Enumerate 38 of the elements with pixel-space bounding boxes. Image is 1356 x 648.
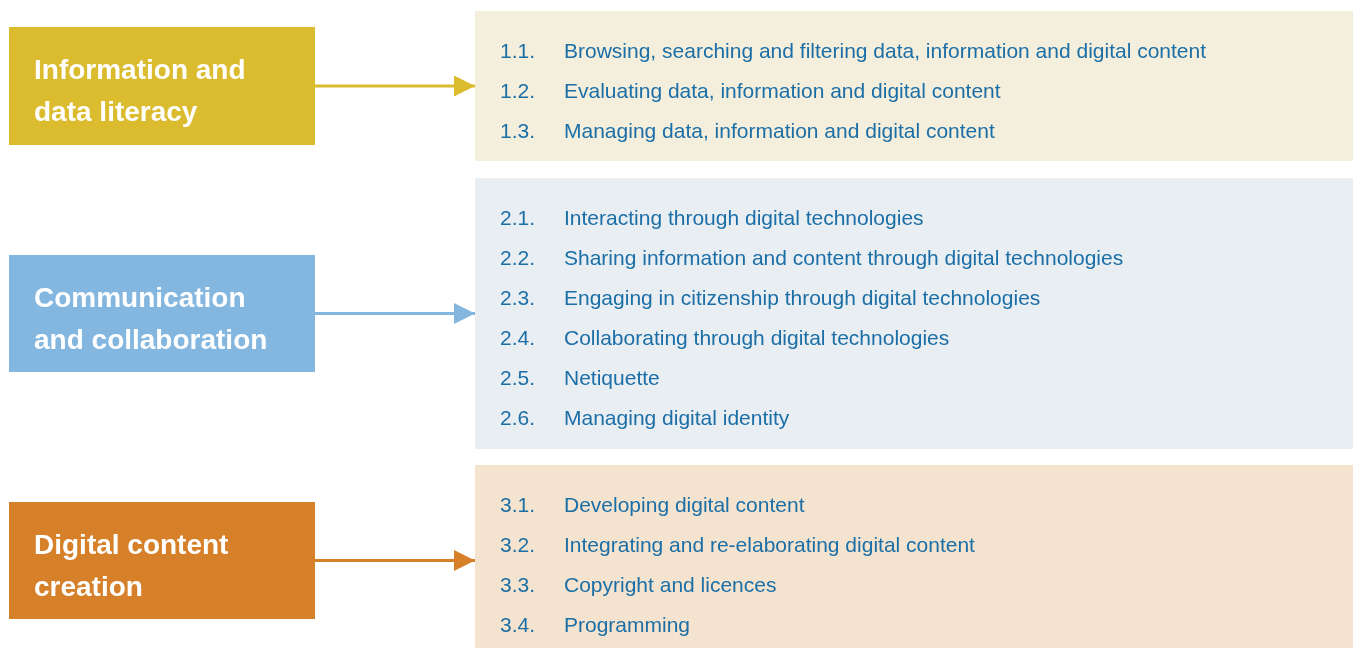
competence-number: 1.1.	[500, 38, 537, 64]
competence-text: Collaborating through digital technologies	[564, 325, 951, 351]
competence-number: 3.2.	[500, 532, 537, 558]
competence-number: 3.1.	[500, 492, 537, 518]
competence-text: Engaging in citizenship through digital technologies	[564, 285, 1042, 311]
competence-number: 3.4.	[500, 612, 537, 638]
competence-text: Managing data, information and digital content	[564, 118, 996, 144]
category-box	[9, 502, 315, 619]
competence-number: 2.5.	[500, 365, 537, 391]
arrow	[315, 75, 475, 97]
competence-text: Copyright and licences	[564, 572, 778, 598]
competence-text: Programming	[564, 612, 692, 638]
competence-panel	[475, 11, 1353, 161]
competence-panel	[475, 178, 1353, 449]
competence-number: 3.3.	[500, 572, 537, 598]
competence-number: 2.2.	[500, 245, 537, 271]
arrow	[315, 303, 475, 324]
competence-text: Interacting through digital technologies	[564, 205, 925, 231]
competence-number: 1.3.	[500, 118, 537, 144]
competence-text: Netiquette	[564, 365, 661, 391]
competence-number: 2.3.	[500, 285, 537, 311]
competence-text: Integrating and re-elaborating digital content	[564, 532, 976, 558]
competence-text: Managing digital identity	[564, 405, 791, 431]
competence-text: Evaluating data, information and digital content	[564, 78, 1002, 104]
competence-number: 2.6.	[500, 405, 537, 431]
competence-text: Developing digital content	[564, 492, 806, 518]
arrow	[315, 550, 475, 571]
competence-text: Browsing, searching and filtering data, information and digital content	[564, 38, 1208, 64]
competence-panel	[475, 465, 1353, 648]
competence-number: 1.2.	[500, 78, 537, 104]
competence-text: Sharing information and content through digital technologies	[564, 245, 1125, 271]
competence-number: 2.4.	[500, 325, 537, 351]
competence-number: 2.1.	[500, 205, 537, 231]
category-title: Information and data literacy	[34, 53, 247, 129]
category-box	[9, 255, 315, 372]
category-box	[9, 27, 315, 145]
category-title: Communication and collaboration	[34, 280, 269, 357]
category-title: Digital content creation	[34, 527, 230, 604]
